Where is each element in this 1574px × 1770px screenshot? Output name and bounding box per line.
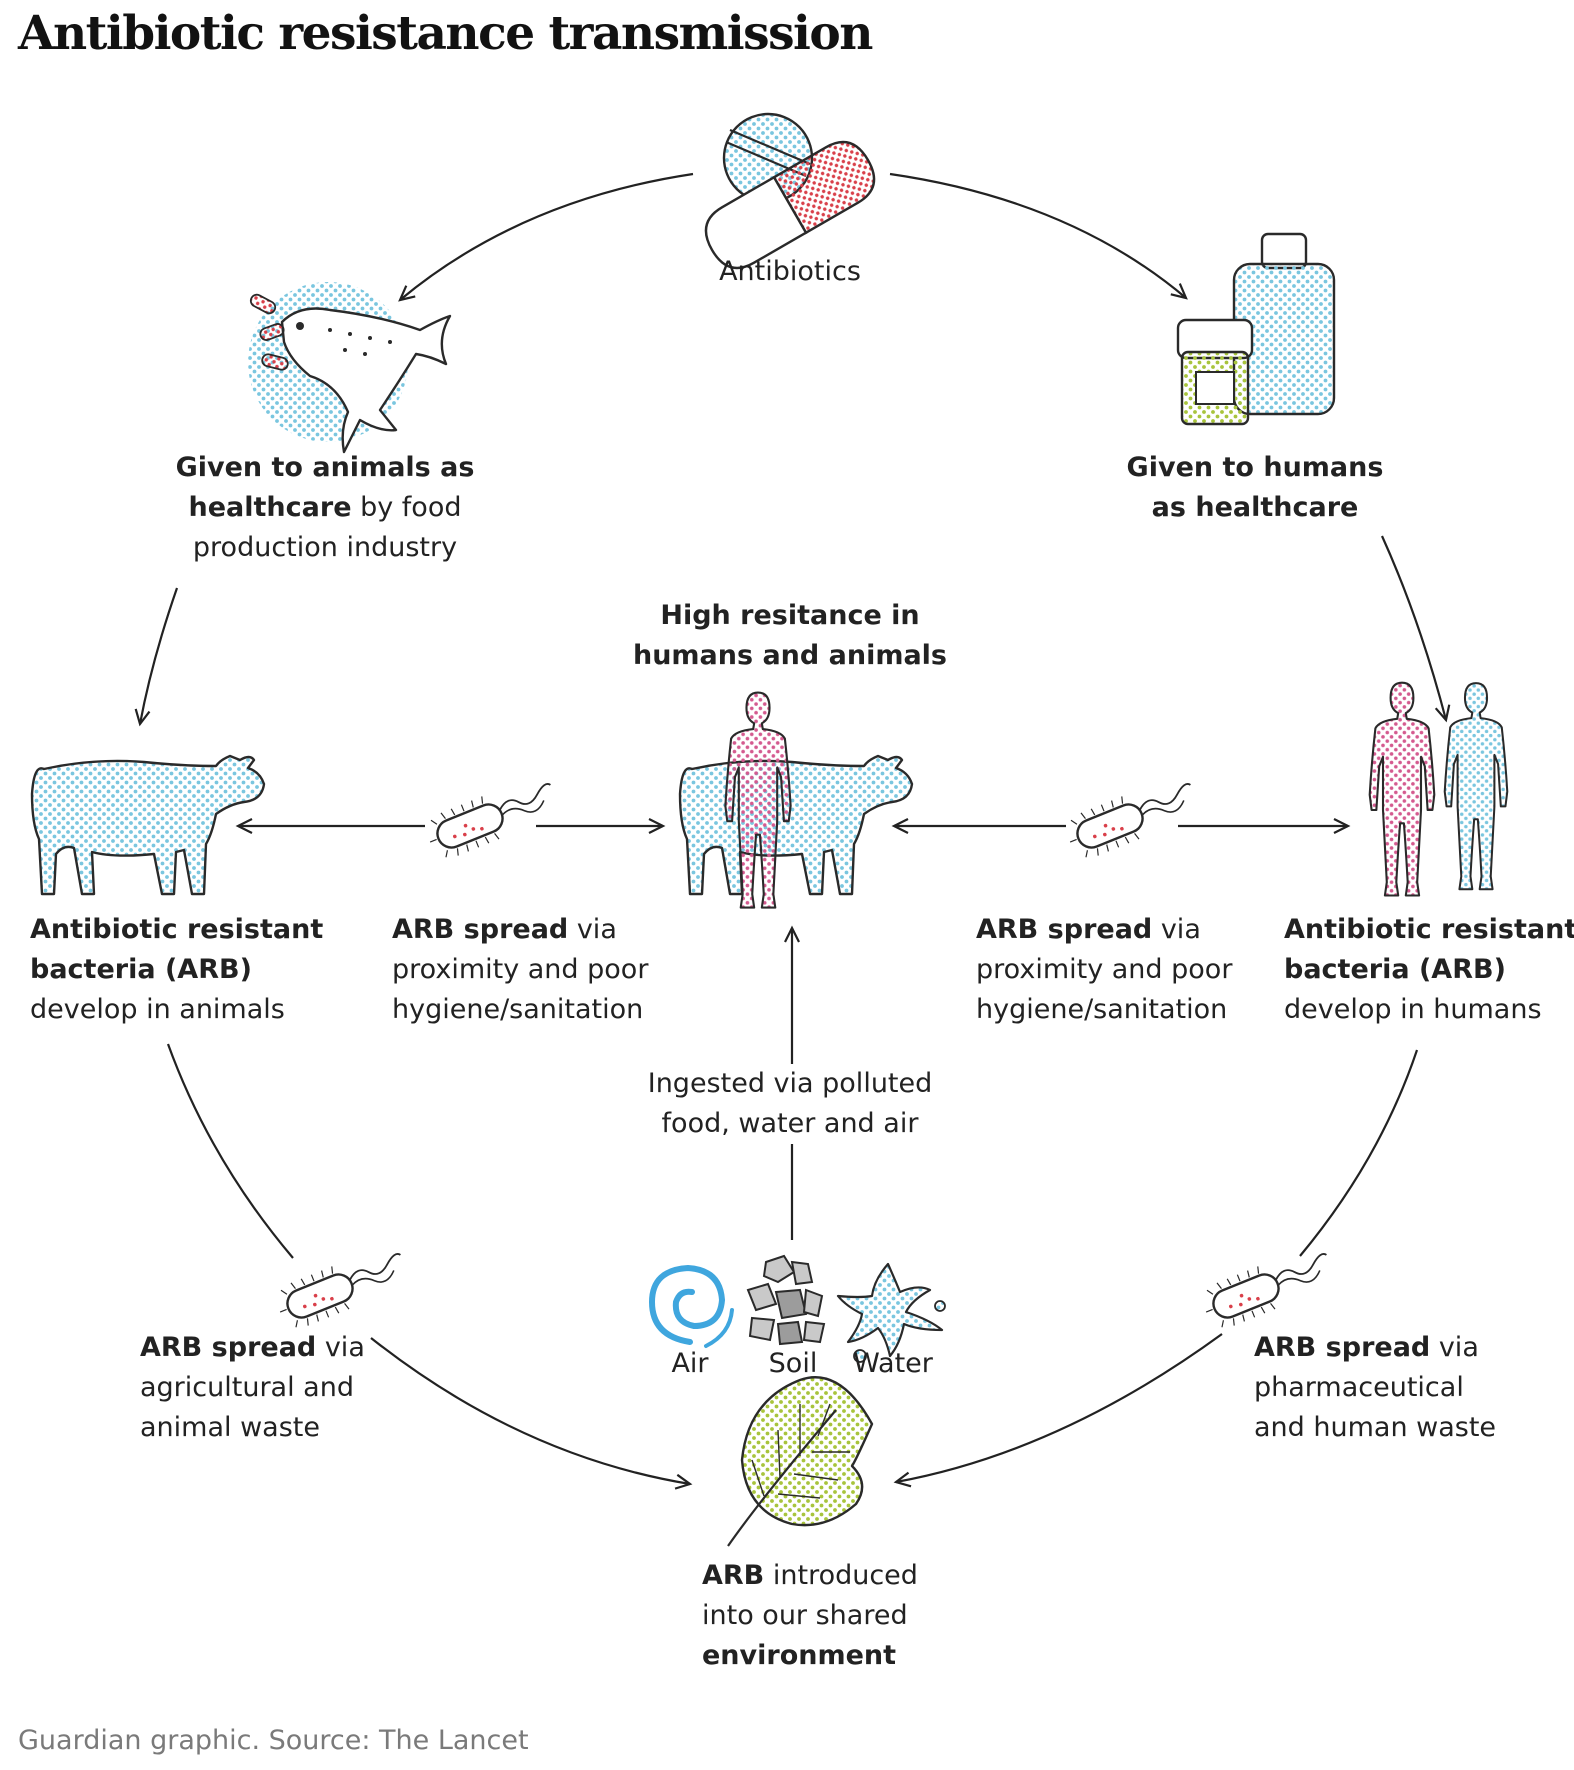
label-animals-healthcare: Given to animals as healthcare by food p… bbox=[175, 452, 475, 563]
pill-icon bbox=[704, 112, 876, 270]
bacterium-icon-right bbox=[1060, 769, 1204, 865]
label-arb-humans: Antibiotic resistant bacteria (ARB) deve… bbox=[1284, 914, 1574, 1025]
label-ingested: Ingested via polluted food, water and ai… bbox=[620, 1064, 960, 1144]
air-swirl-icon bbox=[648, 1264, 734, 1348]
bacterium-icon-pharma bbox=[1196, 1239, 1340, 1335]
page-title: Antibiotic resistance transmission bbox=[18, 6, 873, 61]
cow-icon-left bbox=[30, 754, 266, 896]
bacterium-icon-left bbox=[420, 769, 564, 865]
label-antibiotics: Antibiotics bbox=[719, 256, 861, 287]
arrow-humans-healthcare-to-arb bbox=[1380, 535, 1451, 723]
line-arb-animals-down bbox=[166, 1043, 294, 1259]
human-figures-icon bbox=[1368, 681, 1509, 897]
arrow-animals-healthcare-to-arb bbox=[134, 587, 179, 727]
label-soil: Soil bbox=[768, 1348, 818, 1379]
bacterium-icon-agri bbox=[270, 1239, 414, 1335]
label-environment: ARB introduced into our shared environme… bbox=[702, 1560, 918, 1671]
label-high-resistance: High resitance in humans and animals bbox=[632, 600, 948, 671]
label-air: Air bbox=[671, 1348, 709, 1379]
line-arb-humans-down bbox=[1299, 1049, 1419, 1257]
water-splash-icon bbox=[836, 1262, 946, 1363]
leaf-icon bbox=[727, 1376, 874, 1547]
arrow-agri-to-environment bbox=[370, 1337, 693, 1490]
soil-stones-icon bbox=[746, 1254, 826, 1346]
arrow-antibiotics-to-humans bbox=[889, 172, 1188, 300]
label-spread-pharmaceutical: ARB spread via pharmaceutical and human … bbox=[1254, 1332, 1497, 1443]
label-humans-healthcare: Given to humans as healthcare bbox=[1126, 452, 1384, 523]
source-credit: Guardian graphic. Source: The Lancet bbox=[18, 1725, 529, 1756]
label-spread-proximity-left: ARB spread via proximity and poor hygien… bbox=[392, 914, 649, 1025]
label-water: Water bbox=[853, 1348, 933, 1379]
arrow-antibiotics-to-animals bbox=[398, 172, 694, 302]
medicine-bottles-icon bbox=[1176, 232, 1336, 426]
arrow-pharma-to-environment bbox=[893, 1333, 1223, 1488]
fish-icon bbox=[248, 282, 452, 454]
label-arb-animals: Antibiotic resistant bacteria (ARB) deve… bbox=[30, 914, 324, 1025]
label-spread-proximity-right: ARB spread via proximity and poor hygien… bbox=[976, 914, 1233, 1025]
cow-icon-center bbox=[678, 754, 914, 896]
label-spread-agricultural: ARB spread via agricultural and animal w… bbox=[140, 1332, 365, 1443]
